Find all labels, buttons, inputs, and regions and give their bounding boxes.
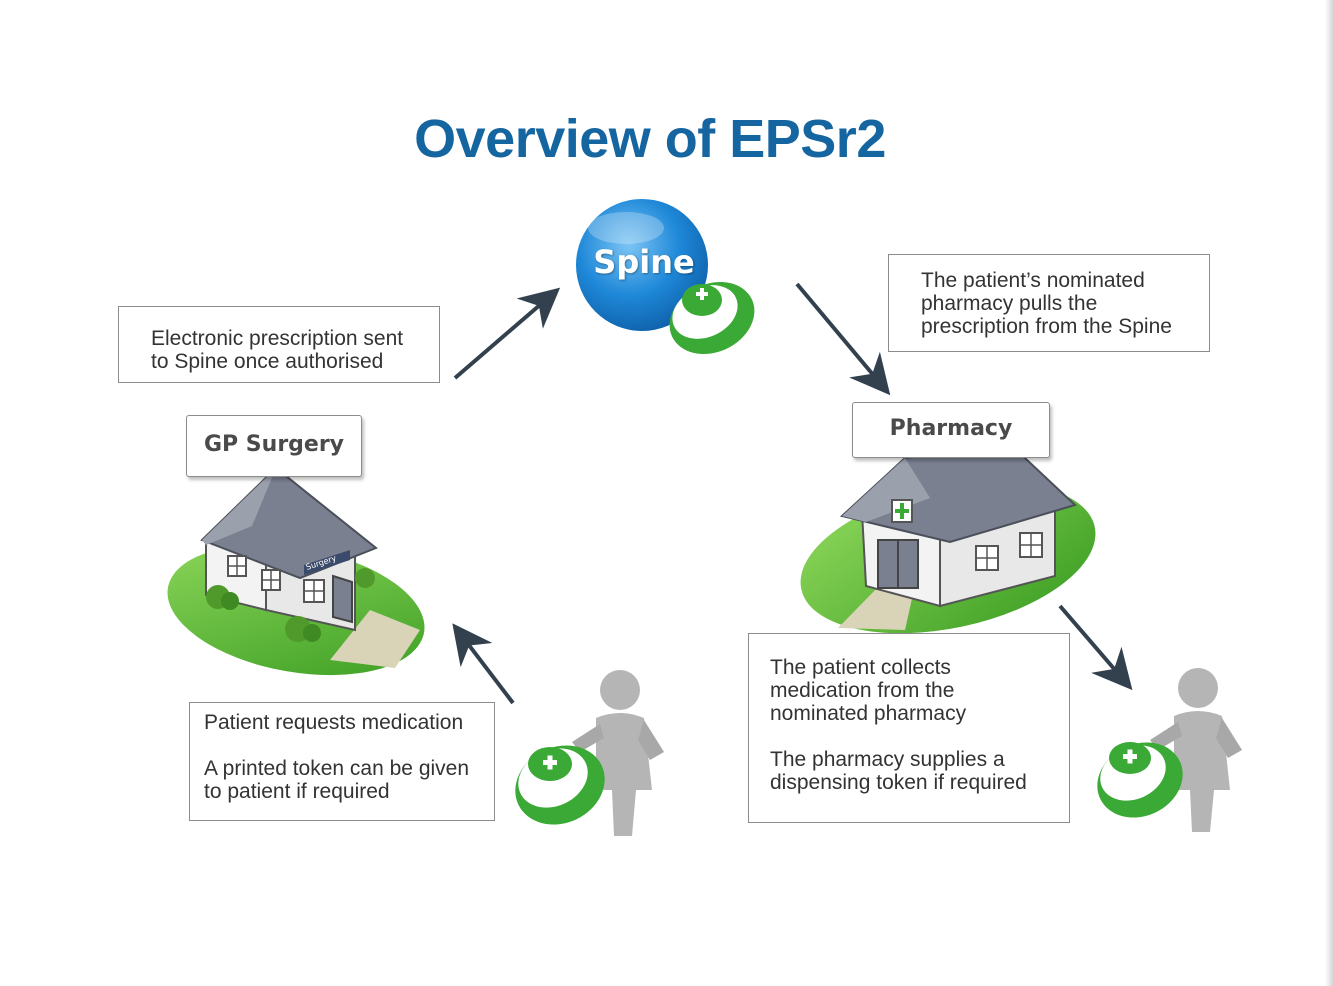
- gp-surgery-house: Surgery: [167, 466, 425, 676]
- arrow-patient-to-surgery: [452, 623, 515, 705]
- patient-figure-right: [1097, 668, 1242, 832]
- arrow-surgery-to-spine: [453, 287, 561, 380]
- spine-token-icon: [669, 282, 755, 354]
- gp-surgery-label: GP Surgery: [186, 415, 362, 477]
- patient-token-icon-right: [1097, 742, 1183, 818]
- flow-arrows: [452, 282, 1133, 705]
- spine-label: Spine: [593, 243, 695, 281]
- pharmacy-label: Pharmacy: [852, 402, 1050, 458]
- note-patient-collects: The patient collects medication from the…: [748, 633, 1070, 823]
- note-patient-requests: Patient requests medication A printed to…: [189, 702, 495, 821]
- arrow-pharmacy-to-patient: [1058, 604, 1133, 691]
- page-edge-shadow: [1325, 0, 1334, 986]
- arrow-spine-to-pharmacy: [795, 282, 891, 396]
- note-sent-to-spine: Electronic prescription sent to Spine on…: [118, 306, 440, 383]
- patient-token-icon-left: [515, 745, 605, 825]
- patient-figure-left: [515, 670, 664, 836]
- pharmacy-house: [800, 442, 1096, 634]
- spine-node: [576, 199, 755, 354]
- note-pharmacy-pulls: The patient’s nominated pharmacy pulls t…: [888, 254, 1210, 352]
- diagram-title: Overview of EPSr2: [414, 109, 886, 169]
